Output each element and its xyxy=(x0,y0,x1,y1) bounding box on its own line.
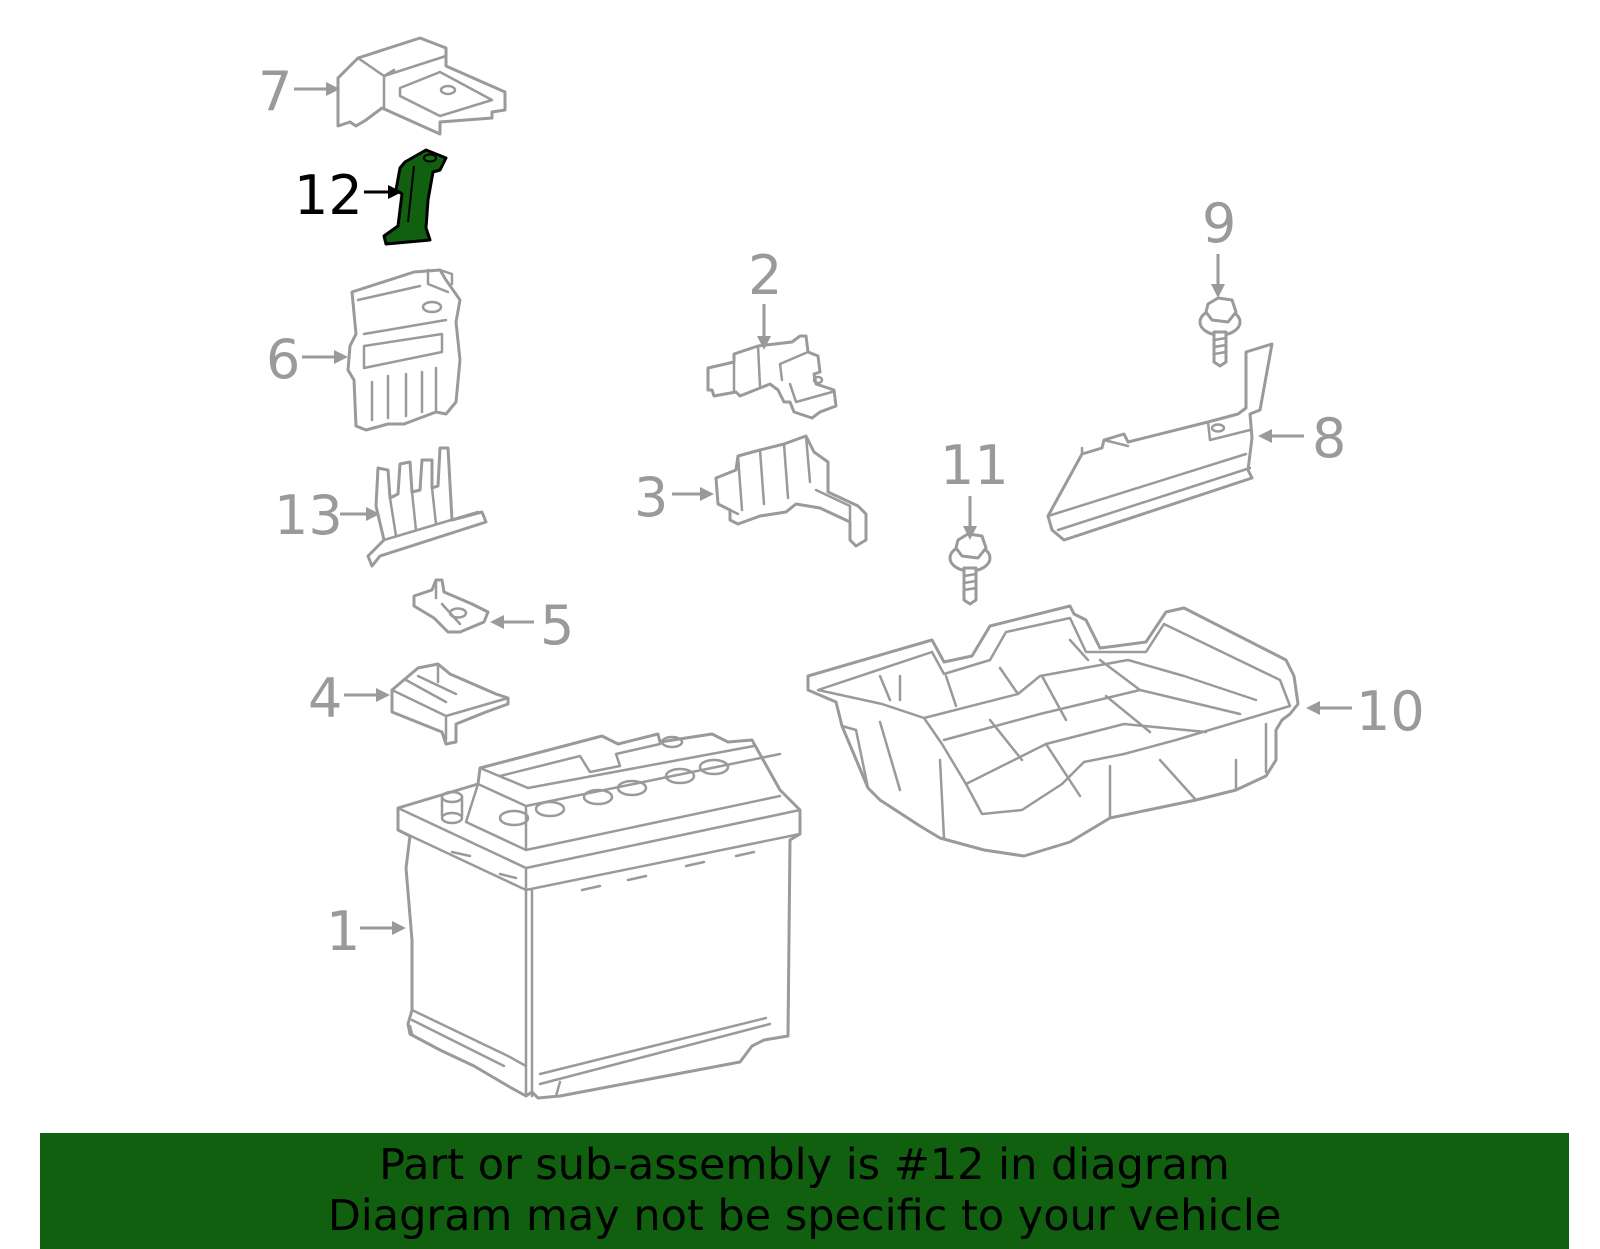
callout-5-number: 5 xyxy=(540,594,574,657)
callout-6: 6 xyxy=(266,328,348,391)
callout-1-number: 1 xyxy=(326,900,360,963)
callout-13-number: 13 xyxy=(274,484,343,547)
part-6-fuse-block[interactable] xyxy=(346,268,462,432)
callout-10-number: 10 xyxy=(1356,680,1425,743)
callout-7: 7 xyxy=(258,60,340,123)
callout-4-number: 4 xyxy=(308,667,342,730)
part-5-bracket[interactable] xyxy=(412,578,490,634)
callout-13: 13 xyxy=(274,484,380,547)
part-13-wire-harness[interactable] xyxy=(366,446,488,568)
part-3-bracket[interactable] xyxy=(714,434,868,548)
part-9-bolt[interactable] xyxy=(1198,296,1242,368)
callout-2-number: 2 xyxy=(748,244,782,307)
callout-3: 3 xyxy=(634,466,714,529)
callout-3-number: 3 xyxy=(634,466,668,529)
part-1-battery[interactable] xyxy=(396,732,802,1100)
callout-11-number: 11 xyxy=(940,434,1009,497)
banner-part-line: Part or sub-assembly is #12 in diagram xyxy=(379,1140,1230,1190)
callout-11: 11 xyxy=(940,434,1009,540)
part-11-bolt[interactable] xyxy=(948,532,992,606)
part-2-sensor[interactable] xyxy=(706,334,838,420)
callout-6-number: 6 xyxy=(266,328,300,391)
part-7-terminal-cover[interactable] xyxy=(336,36,507,136)
part-8-support-plate[interactable] xyxy=(1046,342,1274,542)
callout-10: 10 xyxy=(1306,680,1425,743)
callout-2: 2 xyxy=(748,244,782,350)
callout-8: 8 xyxy=(1258,407,1346,470)
callout-7-number: 7 xyxy=(258,60,292,123)
callout-12-number: 12 xyxy=(294,164,363,227)
callout-1: 1 xyxy=(326,900,406,963)
part-4-bracket[interactable] xyxy=(390,662,510,746)
callout-9: 9 xyxy=(1202,192,1236,298)
callout-8-number: 8 xyxy=(1312,407,1346,470)
banner-disclaimer-line: Diagram may not be specific to your vehi… xyxy=(327,1191,1282,1241)
part-12-clamp[interactable] xyxy=(382,148,448,246)
callout-5: 5 xyxy=(490,594,574,657)
part-10-battery-tray[interactable] xyxy=(806,604,1300,858)
callout-4: 4 xyxy=(308,667,390,730)
callout-9-number: 9 xyxy=(1202,192,1236,255)
callout-12: 12 xyxy=(294,164,402,227)
info-banner: Part or sub-assembly is #12 in diagram D… xyxy=(40,1133,1569,1249)
